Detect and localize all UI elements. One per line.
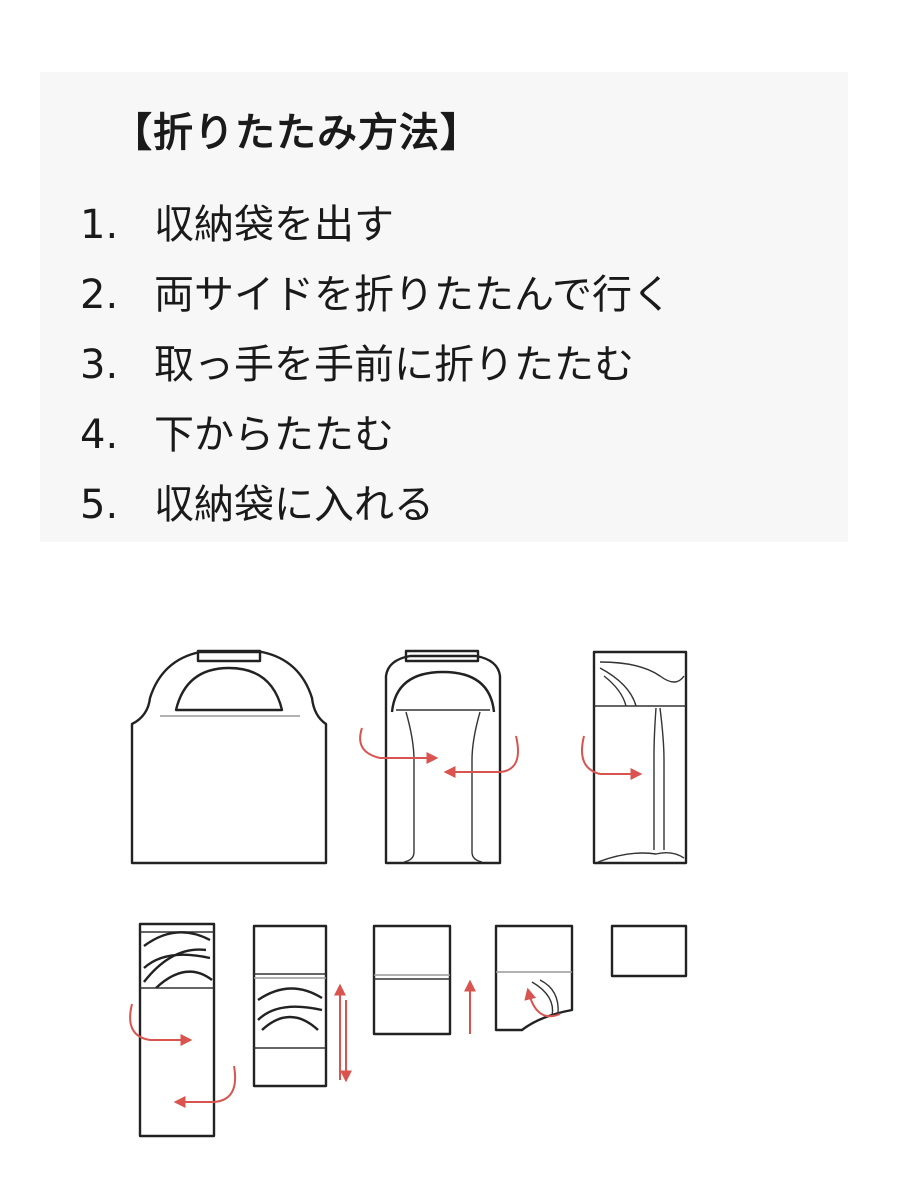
step-number: 2. xyxy=(80,272,119,318)
bag-sides-fold-figure xyxy=(359,649,519,865)
folding-diagram xyxy=(129,649,688,1138)
step-text: 収納袋に入れる xyxy=(154,482,434,528)
step-text: 両サイドを折りたたんで行く xyxy=(154,272,672,318)
step-text: 取っ手を手前に折りたたむ xyxy=(154,342,634,388)
step-text: 収納袋を出す xyxy=(154,202,394,248)
step-number: 5. xyxy=(80,482,119,528)
step-number: 4. xyxy=(80,412,119,458)
step-number: 3. xyxy=(80,342,119,388)
step-number: 1. xyxy=(80,202,119,248)
bag-rolled-figure xyxy=(252,924,352,1088)
step-item: 2. 両サイドを折りたたんで行く xyxy=(80,260,672,330)
step-item: 1. 収納袋を出す xyxy=(80,190,672,260)
step-text: 下からたたむ xyxy=(154,412,394,458)
bag-open-figure xyxy=(130,649,328,865)
bag-handles-folded-figure xyxy=(129,922,236,1138)
page-title: 【折りたたみ方法】 xyxy=(112,110,481,156)
bag-folded-flat-figure xyxy=(372,924,476,1036)
bag-one-side-folded-figure xyxy=(581,650,688,865)
step-item: 5. 収納袋に入れる xyxy=(80,470,672,540)
step-item: 4. 下からたたむ xyxy=(80,400,672,470)
finished-pouch-figure xyxy=(610,924,688,978)
step-item: 3. 取っ手を手前に折りたたむ xyxy=(80,330,672,400)
steps-list: 1.収納袋を出す 2.両サイドを折りたたんで行く 3.取っ手を手前に折りたたむ … xyxy=(80,190,672,540)
bag-into-pouch-figure xyxy=(494,924,574,1032)
instructions-panel xyxy=(40,72,848,542)
